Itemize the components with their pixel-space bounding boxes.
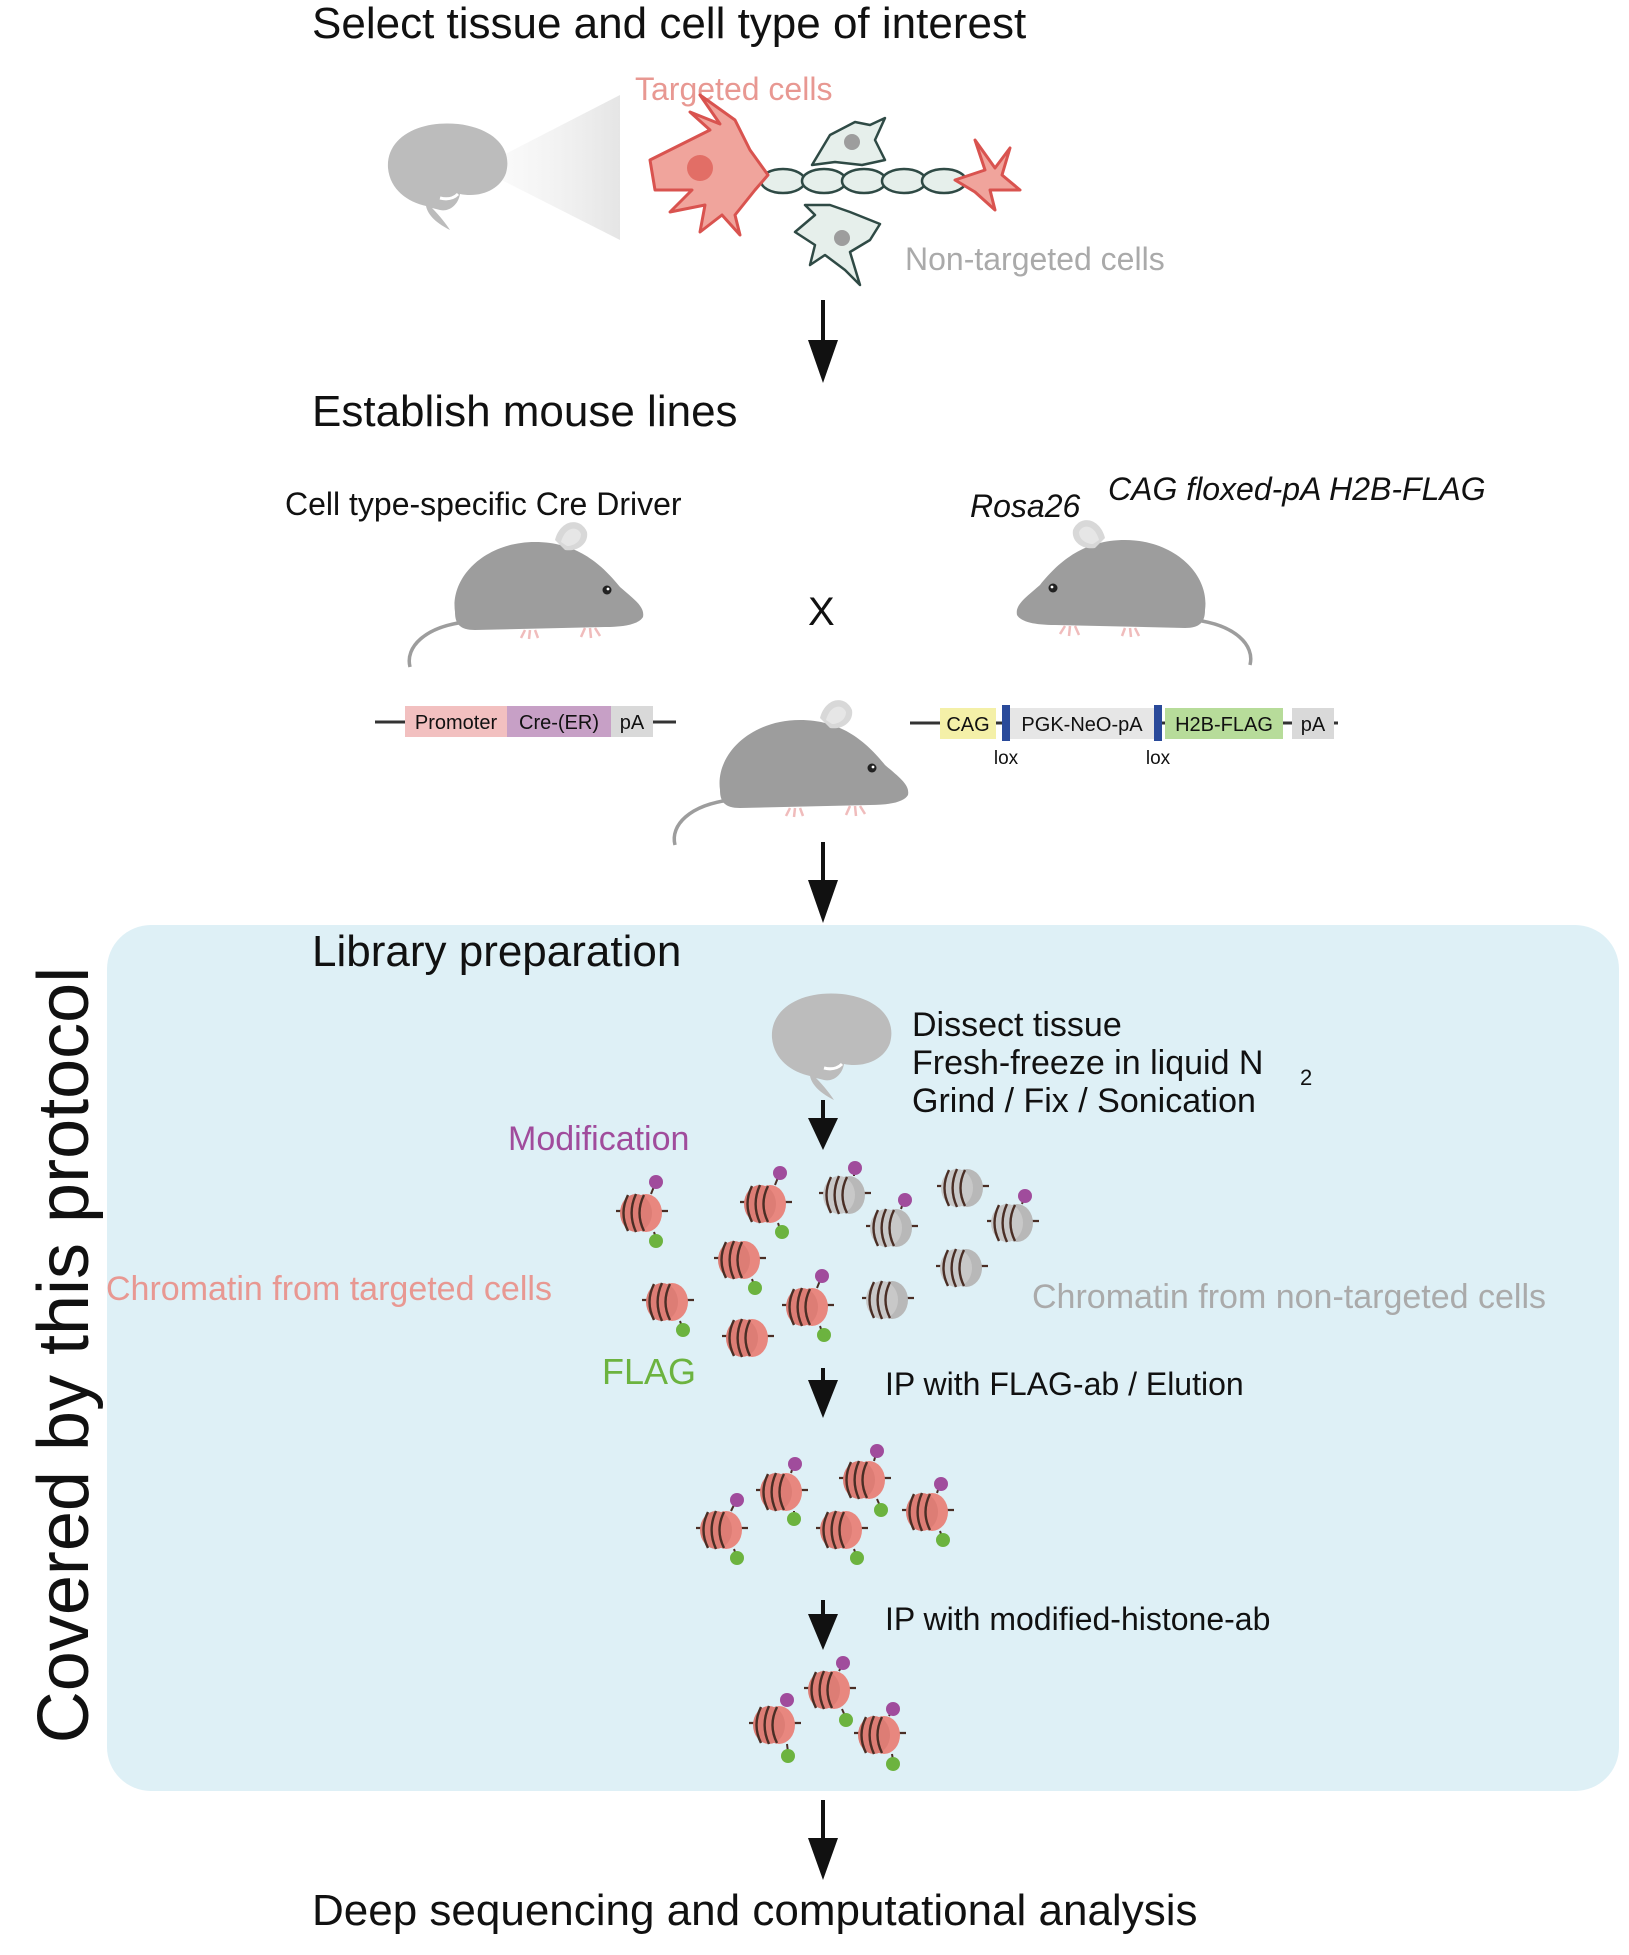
rosa-pa-box: pA: [1301, 714, 1326, 736]
reporter-mouse: [1014, 518, 1253, 667]
arrow-1: [808, 300, 838, 383]
cre-construct: Promoter Cre-(ER) pA: [375, 706, 676, 737]
chromatin-targeted-label: Chromatin from targeted cells: [106, 1270, 552, 1308]
cre-pa-box: pA: [620, 712, 645, 734]
library-panel: [107, 925, 1619, 1791]
modification-label: Modification: [508, 1120, 689, 1158]
offspring-mouse: [672, 698, 911, 847]
nucleosome: [747, 1693, 803, 1763]
arrow-5: [808, 1600, 838, 1650]
nucleosome: [814, 1509, 870, 1565]
rosa-construct: CAG PGK-NeO-pA H2B-FLAG pA lox lox: [910, 705, 1338, 769]
nucleosome: [754, 1457, 810, 1526]
nucleosome: [694, 1493, 750, 1565]
chromatin-non-targeted-label: Chromatin from non-targeted cells: [1032, 1278, 1546, 1316]
nucleosome: [985, 1189, 1041, 1244]
arrow-2: [808, 842, 838, 923]
nucleosome: [817, 1161, 873, 1216]
step3-title: Library preparation: [312, 927, 681, 976]
non-targeted-cells-label: Non-targeted cells: [905, 241, 1165, 277]
step2-title: Establish mouse lines: [312, 387, 738, 436]
cag-box: CAG: [946, 714, 989, 736]
targeted-neuron: [648, 93, 1022, 237]
nucleosome: [712, 1239, 768, 1295]
h2b-flag-box: H2B-FLAG: [1175, 714, 1273, 736]
cells-illustration: [648, 93, 1022, 287]
nucleosome: [864, 1193, 920, 1249]
ip-histone-label: IP with modified-histone-ab: [885, 1601, 1270, 1637]
cross-symbol: X: [808, 590, 835, 634]
step1-title: Select tissue and cell type of interest: [312, 0, 1026, 48]
arrow-6: [808, 1800, 838, 1880]
ip-flag-label: IP with FLAG-ab / Elution: [885, 1366, 1244, 1402]
nucleosome: [614, 1175, 670, 1248]
dissect-line-2-sub: 2: [1300, 1065, 1312, 1090]
mixed-chromatin: [614, 1161, 1041, 1359]
nucleosome: [837, 1444, 893, 1517]
side-label: Covered by this protocol: [24, 967, 104, 1743]
pgk-box: PGK-NeO-pA: [1021, 714, 1143, 736]
cre-mouse: [407, 520, 646, 669]
cre-er-box: Cre-(ER): [519, 712, 599, 734]
flag-label: FLAG: [602, 1351, 696, 1392]
final-chromatin: [747, 1656, 908, 1771]
cre-driver-label: Cell type-specific Cre Driver: [285, 486, 682, 522]
rosa-label: Rosa26: [970, 488, 1081, 524]
dissect-line-2: Fresh-freeze in liquid N: [912, 1044, 1263, 1082]
promoter-box: Promoter: [415, 712, 498, 734]
arrow-3: [808, 1100, 838, 1150]
dissect-line-1: Dissect tissue: [912, 1006, 1122, 1044]
brain-icon: [386, 95, 620, 240]
nucleosome: [640, 1281, 696, 1337]
flag-ip-chromatin: [694, 1444, 956, 1565]
targeted-cells-label: Targeted cells: [635, 71, 832, 107]
arrow-4: [808, 1368, 838, 1418]
nucleosome: [852, 1702, 908, 1771]
nucleosome: [900, 1477, 956, 1547]
nucleosome: [780, 1269, 836, 1342]
rosa-superscript: CAG floxed-pA H2B-FLAG: [1108, 471, 1486, 507]
lox-label-1: lox: [994, 748, 1019, 769]
nucleosome: [802, 1656, 858, 1727]
step4-title: Deep sequencing and computational analys…: [312, 1886, 1197, 1935]
glial-cells: [793, 116, 887, 287]
lox-label-2: lox: [1146, 748, 1171, 769]
nucleosome: [738, 1166, 794, 1239]
dissect-line-3: Grind / Fix / Sonication: [912, 1082, 1256, 1120]
